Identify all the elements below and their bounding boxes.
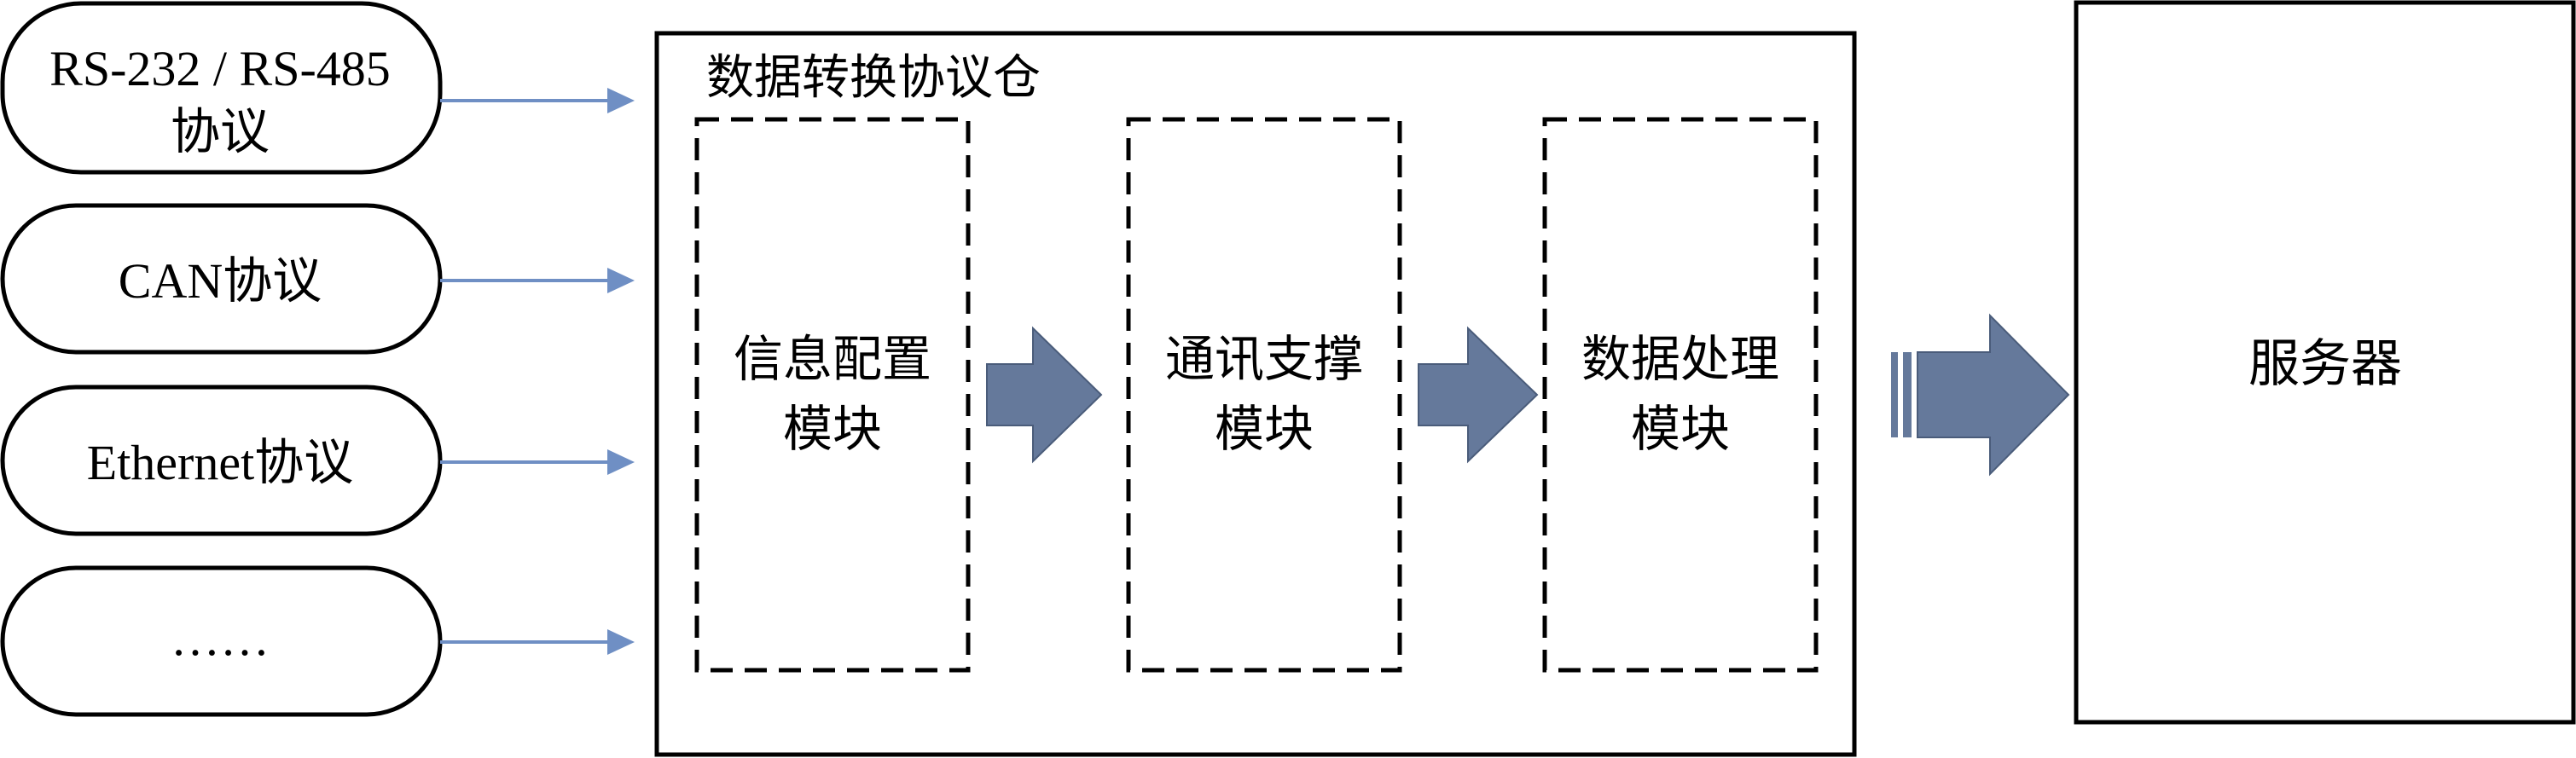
- server-label: 服务器: [2248, 336, 2402, 392]
- protocol-inputs: RS-232 / RS-485 协议 CAN协议 Ethernet协议 ……: [0, 1, 443, 717]
- communication-support-module: 通讯支撑 模块: [1126, 117, 1402, 673]
- connector-arrow-can: [440, 268, 635, 293]
- server-arrow: [1891, 313, 2070, 477]
- info-config-module: 信息配置 模块: [694, 117, 971, 673]
- flow-arrow-1: [986, 326, 1103, 464]
- server-box: 服务器: [2074, 0, 2576, 725]
- protocol-rs232-label-line2: 协议: [171, 104, 270, 159]
- protocol-ethernet: Ethernet协议: [0, 385, 443, 536]
- protocol-more: ……: [0, 565, 443, 717]
- warehouse-title: 数据转换协议仓: [706, 52, 1041, 105]
- protocol-warehouse: 数据转换协议仓 信息配置 模块 通讯支撑 模块 数据处理 模块: [654, 31, 1857, 757]
- flow-arrow-2: [1418, 326, 1539, 464]
- connector-arrow-ethernet: [440, 449, 635, 475]
- protocol-ethernet-label: Ethernet协议: [87, 435, 353, 490]
- protocol-rs232-rs485: RS-232 / RS-485 协议: [0, 1, 443, 175]
- data-processing-module-label-line2: 模块: [1631, 402, 1730, 457]
- data-processing-module-label-line1: 数据处理: [1581, 332, 1779, 387]
- info-config-module-label-line1: 信息配置: [734, 332, 931, 387]
- input-connectors: [440, 88, 635, 655]
- communication-support-module-label-line1: 通讯支撑: [1165, 332, 1363, 387]
- protocol-more-label: ……: [171, 610, 270, 666]
- protocol-can: CAN协议: [0, 203, 443, 355]
- connector-arrow-rs232: [440, 88, 635, 113]
- info-config-module-label-line2: 模块: [783, 402, 882, 457]
- connector-arrow-more: [440, 629, 635, 655]
- data-processing-module: 数据处理 模块: [1542, 117, 1819, 673]
- protocol-rs232-label-line1: RS-232 / RS-485: [49, 41, 391, 96]
- protocol-can-label: CAN协议: [119, 253, 322, 309]
- communication-support-module-label-line2: 模块: [1215, 402, 1314, 457]
